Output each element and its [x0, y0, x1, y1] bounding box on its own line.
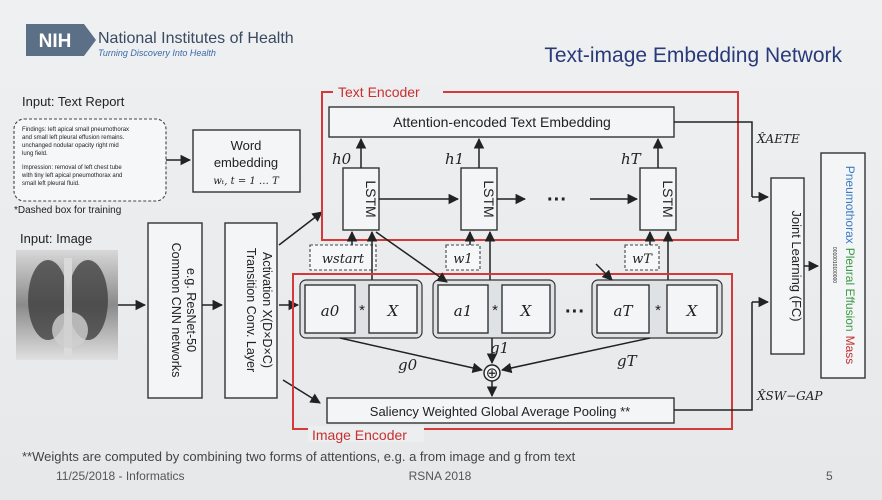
h0-label: h0 [332, 150, 352, 168]
report-line: Findings: left apical small pneumothorax [22, 127, 129, 133]
w-start-label: wstart [322, 252, 365, 267]
swgap-path [674, 302, 753, 411]
report-line: Impression: removal of left chest tube [22, 165, 122, 171]
output-code: 0010010100000 [831, 247, 837, 283]
logo-mark: NIH [39, 31, 72, 52]
word-embedding-label: Word [231, 138, 262, 153]
at-label: aT [614, 302, 634, 320]
x-aete-label: X̂AETE [756, 131, 800, 146]
chest-xray-image [16, 250, 118, 360]
report-line: small left pleural fluid. [22, 181, 80, 187]
star-symbol: * [492, 302, 498, 319]
lstm-label: LSTM [481, 180, 497, 217]
output-label-pleural-effusion: Pleural Effusion [843, 248, 857, 332]
cnn-label: Common CNN networks [169, 243, 183, 378]
w1-label: w1 [453, 252, 472, 267]
report-text: Findings: left apical small pneumothorax… [21, 127, 129, 187]
gt-label: gT [617, 352, 638, 370]
output-labels: PneumothoraxPleural EffusionMass [843, 166, 857, 365]
text-report-label: Input: Text Report [22, 94, 125, 109]
aete-path [674, 121, 753, 197]
star-symbol: * [655, 302, 661, 319]
image-encoder-frame [292, 273, 733, 430]
output-label-pneumothorax: Pneumothorax [843, 166, 857, 244]
arrow-transition-to-pooling [282, 379, 321, 404]
report-line: lung field. [22, 151, 48, 157]
lstm-ellipsis: ··· [547, 189, 567, 211]
report-line: with tiny left apical pneumothorax and [21, 173, 122, 179]
transition-box [224, 222, 278, 399]
attention-group-0: a0 * X [299, 279, 423, 339]
page-number: 5 [826, 469, 833, 483]
cnn-box [147, 222, 203, 399]
image-ellipsis: ··· [565, 301, 585, 323]
lstm-label: LSTM [660, 180, 676, 217]
tagline: Turning Discovery Into Health [98, 48, 216, 58]
output-labels-box [820, 152, 866, 379]
lstm-label: LSTM [363, 180, 379, 217]
arrow-g0 [339, 337, 484, 374]
arrow-lstm0-to-a1 [375, 231, 448, 283]
transition-label: Activation X(D×D×C) [260, 252, 274, 368]
nih-logo: NIH [26, 24, 96, 56]
saliency-pooling-box [326, 397, 675, 424]
h1-label: h1 [445, 150, 464, 168]
dashed-note: *Dashed box for training [14, 205, 121, 216]
text-encoder-frame [321, 91, 739, 241]
report-line: and small left pleural effusion remains. [22, 135, 125, 141]
attention-text-embedding-label: Attention-encoded Text Embedding [393, 114, 611, 130]
slide-title: Text-image Embedding Network [544, 44, 842, 67]
w-start-box [309, 244, 377, 271]
word-embedding-box [192, 129, 301, 193]
star-symbol: * [359, 302, 365, 319]
report-line: unchanged nodular opacity right mid [22, 143, 119, 149]
x-label: X [387, 302, 400, 320]
g1-label: g1 [490, 339, 509, 357]
transition-label: Transition Conv. Layer [244, 248, 258, 372]
joint-learning-label: Joint Learning (FC) [789, 210, 804, 321]
arrow-gt [500, 337, 651, 374]
lstm-1: LSTM [460, 167, 498, 231]
word-embedding-math: wₜ, t = 1 … T [213, 176, 280, 187]
attention-group-t: aT * X [591, 279, 723, 339]
x-label: X [520, 302, 533, 320]
footer-date: 11/25/2018 - Informatics [56, 469, 185, 483]
g0-label: g0 [398, 356, 418, 374]
org-name: National Institutes of Health [98, 30, 294, 47]
output-label-mass: Mass [843, 336, 857, 365]
attention-group-1: a1 * X [432, 279, 556, 339]
a1-label: a1 [454, 302, 473, 320]
a0-label: a0 [321, 302, 340, 320]
image-encoder-label: Image Encoder [312, 427, 407, 443]
footnote: **Weights are computed by combining two … [22, 449, 576, 464]
wt-label: wT [632, 252, 653, 267]
wt-box [624, 244, 660, 271]
report-box [13, 118, 167, 202]
lstm-0: LSTM [342, 167, 380, 231]
ht-label: hT [621, 150, 642, 168]
w1-box [445, 244, 481, 271]
saliency-pooling-label: Saliency Weighted Global Average Pooling… [370, 404, 630, 419]
oplus-symbol: ⊕ [486, 365, 499, 382]
arrow-transition-to-text [278, 211, 323, 246]
lstm-t: LSTM [639, 167, 677, 231]
image-label: Input: Image [20, 231, 92, 246]
cnn-label: e.g. ResNet-50 [184, 268, 198, 352]
footer-conference: RSNA 2018 [409, 469, 472, 483]
x-swgap-label: X̂SW−GAP [756, 388, 823, 403]
arrow-to-at [595, 263, 613, 281]
word-embedding-label: embedding [214, 155, 278, 170]
text-encoder-label: Text Encoder [338, 84, 420, 100]
x-label: X [686, 302, 699, 320]
